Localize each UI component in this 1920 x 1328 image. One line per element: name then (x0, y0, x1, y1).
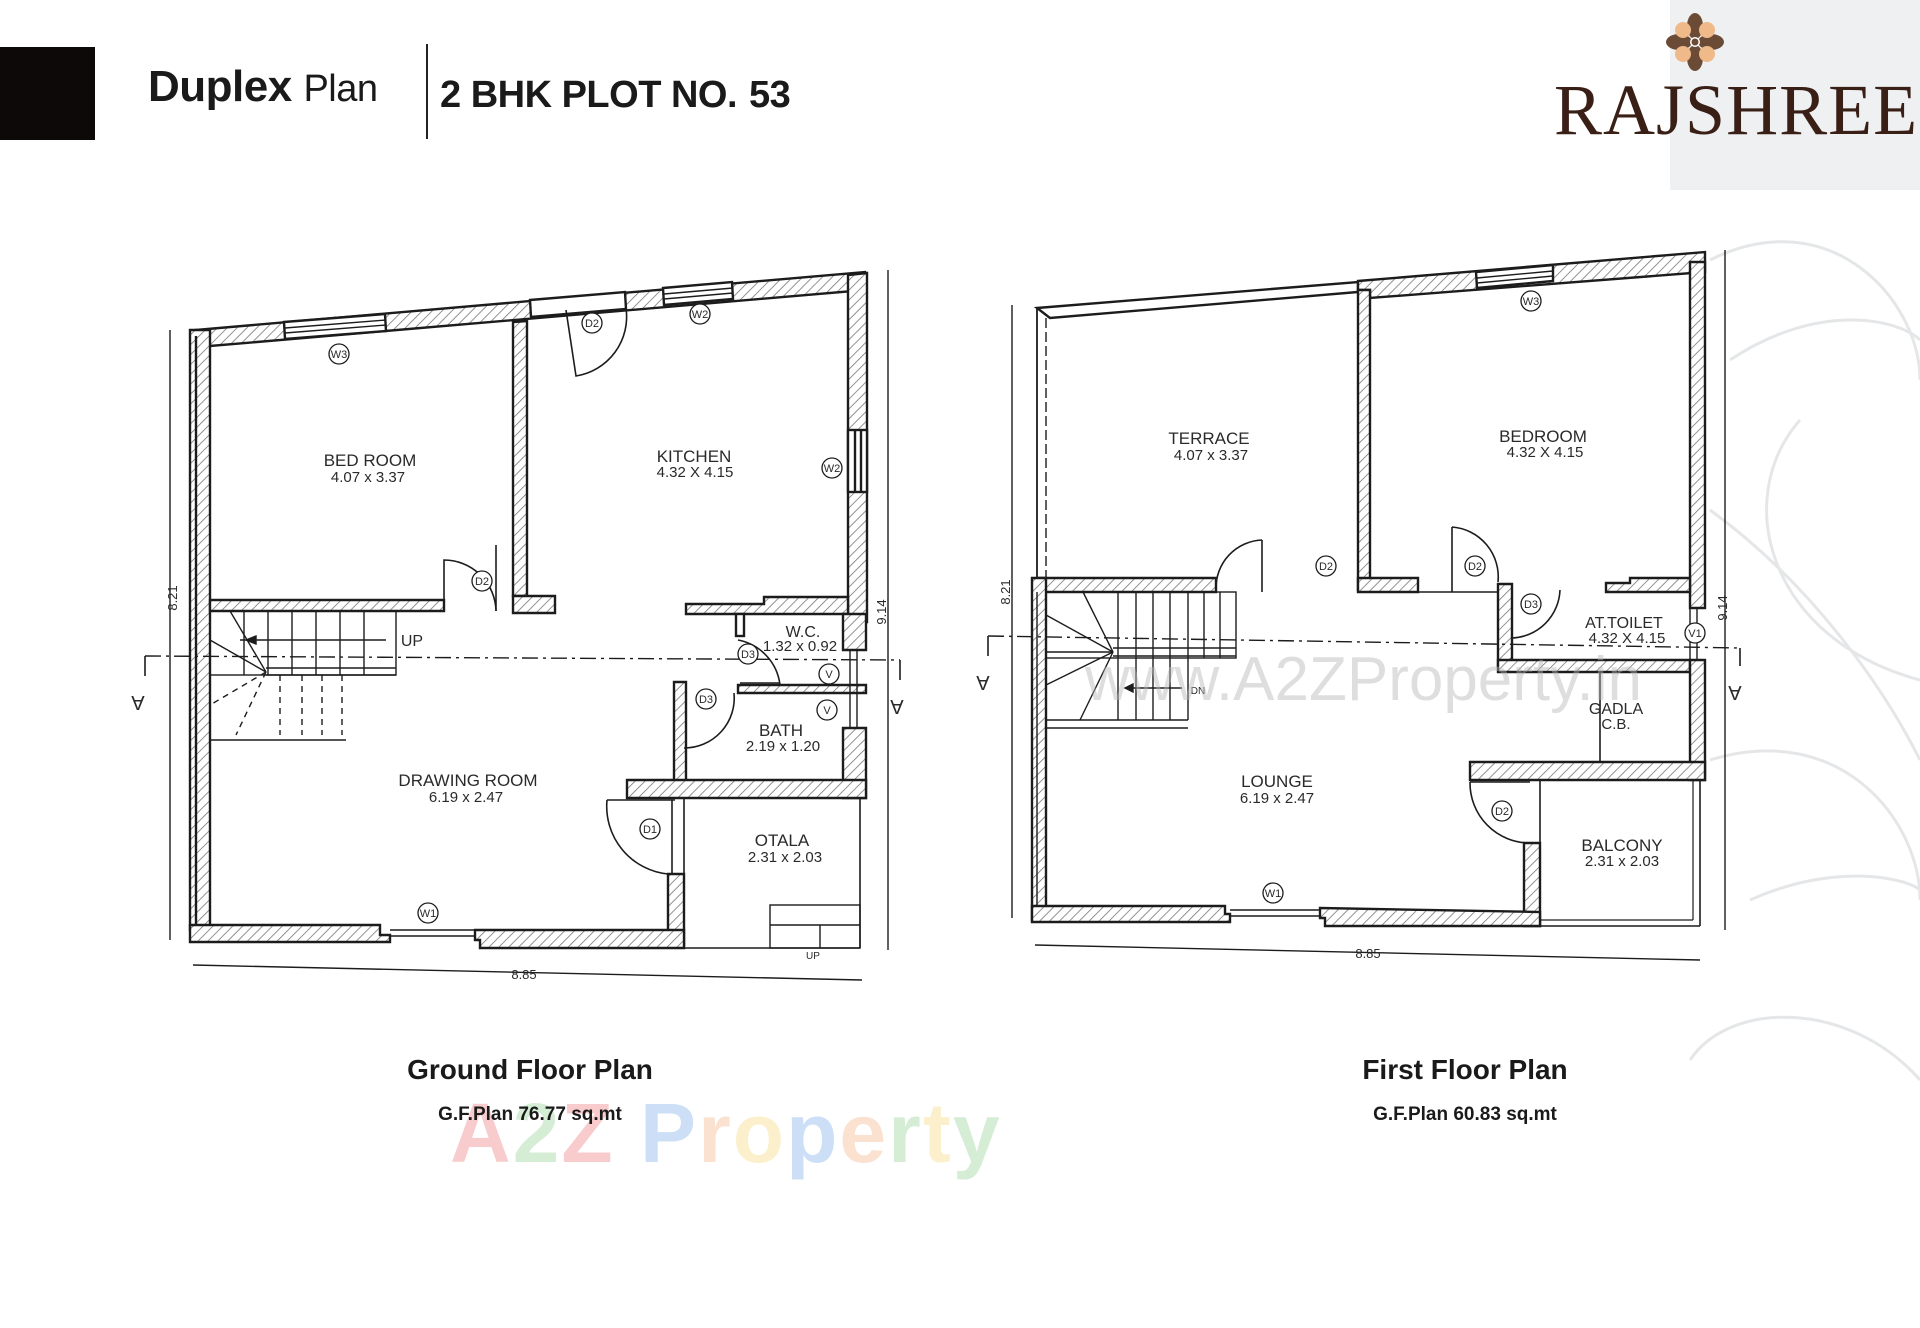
title-bold: Duplex (148, 62, 292, 111)
watermark-letter: 2 (512, 1086, 562, 1180)
ground-floor-room-labels: BED ROOM 4.07 x 3.37 KITCHEN 4.32 X 4.15… (131, 447, 904, 982)
watermark-letter: r (888, 1086, 923, 1180)
svg-text:D2: D2 (475, 576, 489, 588)
svg-text:W1: W1 (420, 908, 437, 920)
dim-right-label: 9.14 (1715, 595, 1730, 620)
header-accent-block (0, 47, 95, 140)
svg-text:D3: D3 (1524, 599, 1538, 611)
room-drawing-room: DRAWING ROOM (398, 771, 537, 790)
room-terrace: TERRACE (1168, 429, 1249, 448)
svg-text:D2: D2 (585, 318, 599, 330)
first-floor-room-labels: TERRACE 4.07 x 3.37 BEDROOM 4.32 X 4.15 … (976, 427, 1742, 961)
plot-number: 53 (749, 74, 791, 116)
svg-text:D2: D2 (1468, 561, 1482, 573)
watermark-letter: o (732, 1086, 787, 1180)
svg-text:W3: W3 (331, 349, 348, 361)
flower-icon (1666, 13, 1724, 71)
room-bath-size: 2.19 x 1.20 (746, 738, 820, 755)
url-watermark: www.A2ZProperty.in (1084, 645, 1642, 714)
first-floor-caption: First Floor Plan (1362, 1054, 1568, 1085)
watermark-letter (615, 1086, 640, 1180)
first-floor-tags (1262, 290, 1706, 904)
ground-floor-plan (144, 270, 901, 981)
svg-text:W3: W3 (1523, 296, 1540, 308)
dim-width-label: 8.85 (511, 967, 536, 982)
first-floor-area: G.F.Plan 60.83 sq.mt (1373, 1104, 1557, 1125)
title-light: Plan (303, 68, 378, 110)
svg-text:D3: D3 (699, 694, 713, 706)
svg-text:D2: D2 (1495, 806, 1509, 818)
svg-text:V: V (823, 705, 831, 717)
room-bedroom-size: 4.32 X 4.15 (1507, 444, 1584, 461)
otala-up-label: UP (806, 951, 820, 962)
watermark-letter: p (786, 1086, 840, 1180)
watermark-letter: e (839, 1086, 889, 1180)
room-bath: BATH (759, 721, 803, 740)
svg-text:D3: D3 (741, 649, 755, 661)
room-bed-room-size: 4.07 x 3.37 (331, 469, 405, 486)
a2z-watermark: A2Z Property (450, 1085, 1002, 1182)
svg-text:W2: W2 (692, 309, 709, 321)
room-bed-room: BED ROOM (324, 451, 417, 470)
svg-text:V1: V1 (1688, 628, 1701, 640)
ground-floor-area: G.F.Plan 76.77 sq.mt (438, 1104, 622, 1125)
room-otala: OTALA (755, 831, 810, 850)
section-marker-left: A (976, 671, 990, 693)
watermark-letter: P (640, 1086, 699, 1180)
room-at-toilet: AT.TOILET (1585, 615, 1663, 632)
section-marker-right: A (890, 695, 904, 717)
watermark-letter: A (450, 1086, 513, 1180)
svg-text:W2: W2 (824, 463, 841, 475)
dim-right-label: 9.14 (874, 599, 889, 624)
room-balcony-size: 2.31 x 2.03 (1585, 853, 1659, 870)
watermark-letter: y (952, 1086, 1002, 1180)
watermark-letter: t (922, 1086, 953, 1180)
room-wc: W.C. (786, 624, 821, 641)
room-lounge: LOUNGE (1241, 772, 1313, 791)
plot-label: 2 BHK PLOT NO. (440, 74, 738, 116)
svg-text:D1: D1 (643, 824, 657, 836)
brand-logo: RAJSHREE (1550, 12, 1917, 152)
stair-dn-label: DN (1191, 686, 1205, 697)
ground-floor-caption: Ground Floor Plan (407, 1054, 653, 1085)
page-title: Duplex Plan (148, 62, 378, 112)
plot-heading: 2 BHK PLOT NO. 53 (440, 74, 791, 117)
room-lounge-size: 6.19 x 2.47 (1240, 790, 1314, 807)
room-kitchen-size: 4.32 X 4.15 (657, 464, 734, 481)
room-drawing-room-size: 6.19 x 2.47 (429, 789, 503, 806)
room-at-toilet-size: 4.32 X 4.15 (1589, 630, 1666, 647)
section-marker-right: A (1728, 681, 1742, 703)
watermark-letter: Z (561, 1086, 615, 1180)
brand-name: RAJSHREE (1554, 70, 1919, 150)
stair-up-label: UP (401, 633, 423, 650)
room-terrace-size: 4.07 x 3.37 (1174, 447, 1248, 464)
room-wc-size: 1.32 x 0.92 (763, 638, 837, 655)
first-floor-tag-labels: W3 D2 D2 D3 V1 D2 W1 (1265, 296, 1702, 900)
room-gadla-cb: C.B. (1601, 716, 1630, 733)
room-gadla: GADLA (1589, 701, 1644, 718)
dim-left-label: 8.21 (165, 585, 180, 610)
room-balcony: BALCONY (1581, 836, 1662, 855)
header-divider (426, 44, 428, 139)
svg-text:D2: D2 (1319, 561, 1333, 573)
ground-floor-tags (328, 303, 843, 924)
room-kitchen: KITCHEN (657, 447, 732, 466)
dim-left-label: 8.21 (998, 579, 1013, 604)
first-floor-plan (987, 250, 1741, 961)
svg-text:V: V (825, 669, 833, 681)
ground-floor-tag-labels: W3 D2 W2 W2 D2 D3 D3 V V D1 W1 (331, 309, 841, 920)
room-otala-size: 2.31 x 2.03 (748, 849, 822, 866)
section-marker-left: A (131, 691, 145, 713)
svg-text:W1: W1 (1265, 888, 1282, 900)
watermark-letter: r (698, 1086, 733, 1180)
dim-width-label: 8.85 (1355, 946, 1380, 961)
room-bedroom: BEDROOM (1499, 427, 1587, 446)
